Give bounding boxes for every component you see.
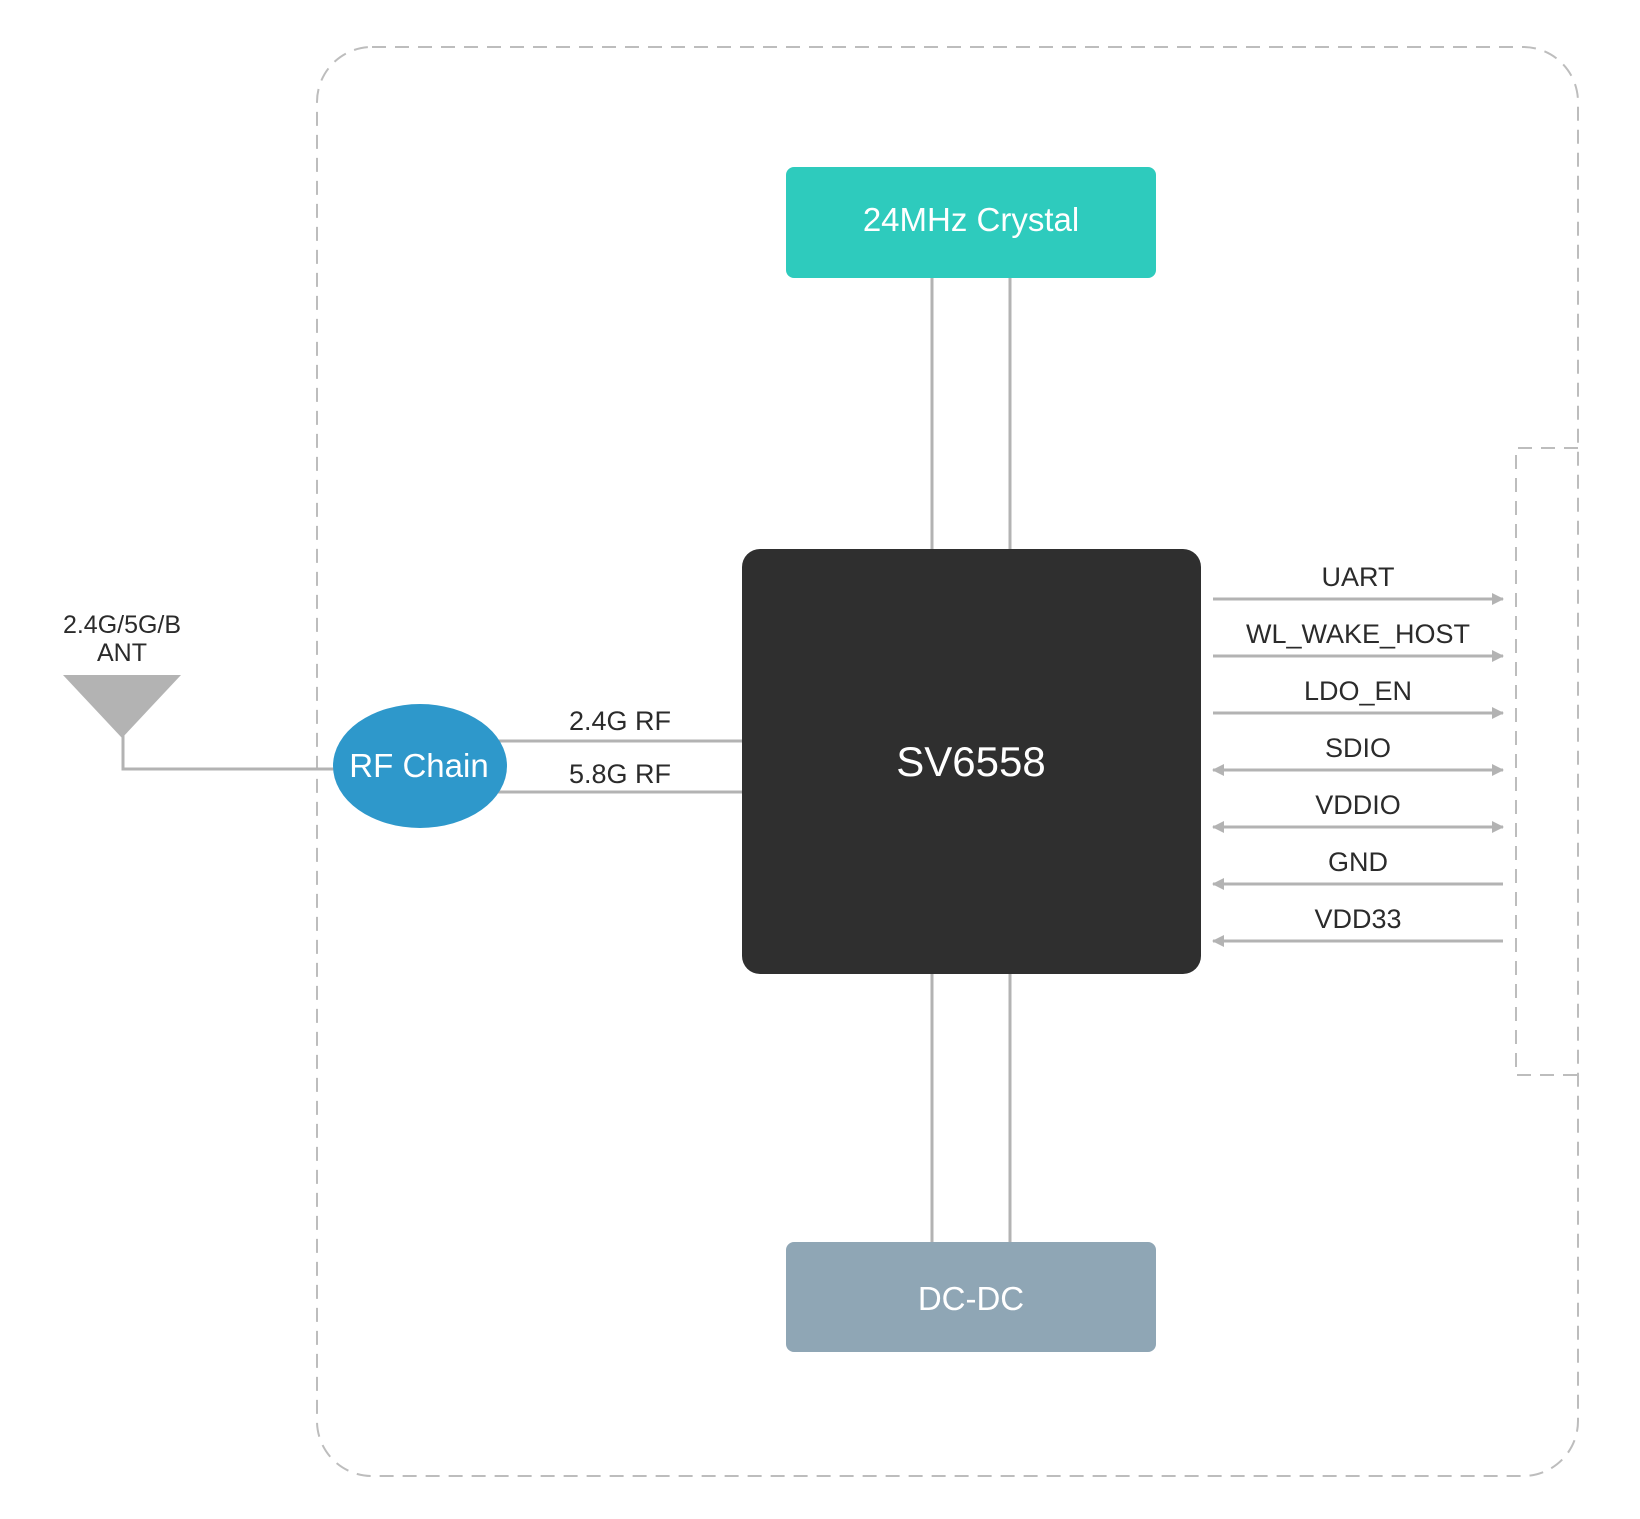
rf-link-58g-label: 5.8G RF	[569, 759, 671, 789]
rf-chain-label: RF Chain	[349, 747, 488, 784]
antenna-feed-line	[121, 732, 334, 771]
rf-link-24g-label: 2.4G RF	[569, 706, 671, 736]
signal-label-vddio: VDDIO	[1315, 790, 1401, 820]
signal-label-uart: UART	[1321, 562, 1394, 592]
antenna-label-line1: 2.4G/5G/B	[63, 611, 181, 639]
signal-label-vdd33: VDD33	[1314, 904, 1401, 934]
chip-block	[742, 549, 1201, 974]
antenna-label-line2: ANT	[97, 639, 147, 667]
crystal-block	[786, 167, 1156, 278]
dcdc-links	[930, 974, 1012, 1242]
crystal-links	[930, 278, 1012, 549]
signal-label-gnd: GND	[1328, 847, 1388, 877]
pin-header-bracket	[1515, 447, 1578, 1076]
signal-label-sdio: SDIO	[1325, 733, 1391, 763]
signal-label-ldo-en: LDO_EN	[1304, 676, 1412, 706]
signal-label-wl-wake-host: WL_WAKE_HOST	[1246, 619, 1470, 649]
dcdc-block	[786, 1242, 1156, 1352]
rf-chain-node	[333, 704, 507, 828]
dcdc-label: DC-DC	[918, 1280, 1024, 1317]
module-boundary	[316, 46, 1579, 1477]
antenna-icon	[63, 675, 181, 738]
chip-label: SV6558	[896, 738, 1045, 785]
crystal-label: 24MHz Crystal	[863, 201, 1079, 238]
signal-group: UART WL_WAKE_HOST LDO_EN SDIO VDDIO GND VDD33	[1212, 562, 1504, 947]
